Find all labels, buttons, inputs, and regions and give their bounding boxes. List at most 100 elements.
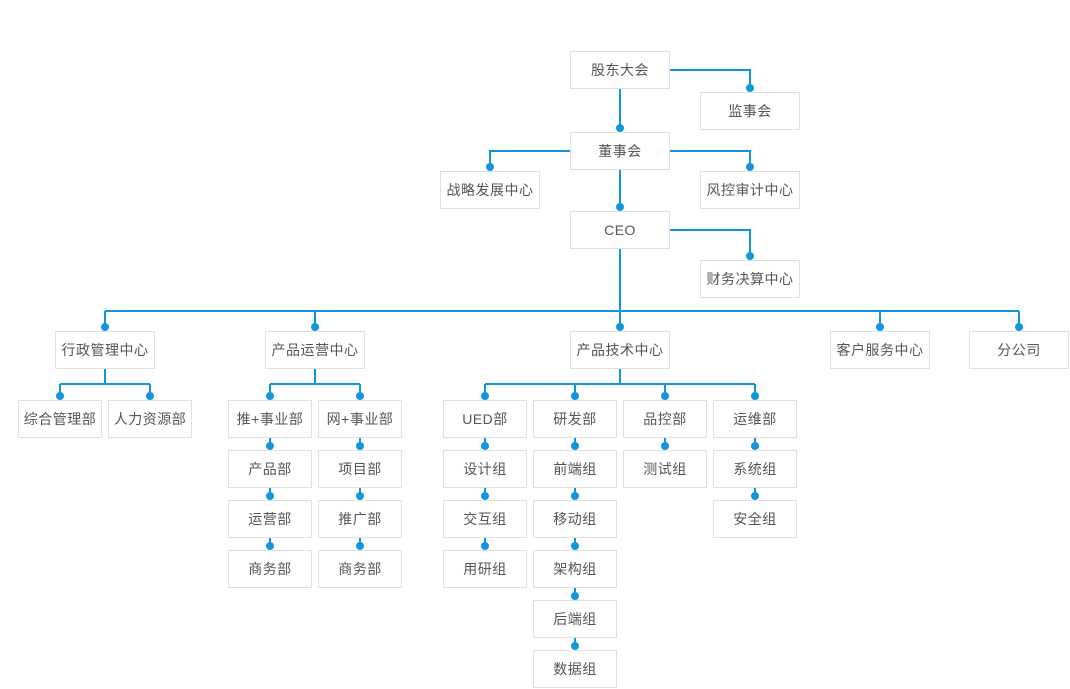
org-node-promotion-dept: 推广部	[318, 500, 402, 538]
org-node-label: 综合管理部	[23, 411, 97, 427]
org-node-risk-audit-center: 风控审计中心	[700, 171, 800, 209]
connector-dot	[571, 542, 579, 550]
org-node-ceo: CEO	[570, 211, 670, 249]
connector-dot	[746, 84, 754, 92]
connector-dot	[571, 592, 579, 600]
org-node-label: 项目部	[338, 461, 382, 477]
org-node-data-group: 数据组	[533, 650, 617, 688]
org-node-supervisory-board: 监事会	[700, 92, 800, 130]
org-node-tui-division: 推+事业部	[228, 400, 312, 438]
org-node-interaction-group: 交互组	[443, 500, 527, 538]
org-node-label: 运营部	[248, 511, 292, 527]
connector-dot	[486, 163, 494, 171]
org-node-product-dept: 产品部	[228, 450, 312, 488]
connector-dot	[661, 392, 669, 400]
org-node-design-group: 设计组	[443, 450, 527, 488]
org-node-strategy-center: 战略发展中心	[440, 171, 540, 209]
org-node-qc-dept: 品控部	[623, 400, 707, 438]
connector-dot	[146, 392, 154, 400]
org-node-label: 后端组	[553, 611, 597, 627]
connector-dot	[616, 124, 624, 132]
org-node-label: 架构组	[553, 561, 597, 577]
org-node-label: 商务部	[338, 561, 382, 577]
org-node-label: 人力资源部	[113, 411, 187, 427]
org-node-label: 系统组	[733, 461, 777, 477]
connector-dot	[56, 392, 64, 400]
connector-dot	[356, 442, 364, 450]
org-node-label: 客户服务中心	[836, 342, 924, 358]
org-node-business-dept-tui: 商务部	[228, 550, 312, 588]
org-node-business-dept-wang: 商务部	[318, 550, 402, 588]
connector-dot	[266, 492, 274, 500]
org-node-general-admin-dept: 综合管理部	[18, 400, 102, 438]
org-node-label: 战略发展中心	[446, 182, 534, 198]
connector-dot	[661, 442, 669, 450]
org-node-label: 监事会	[728, 103, 772, 119]
org-node-user-research-group: 用研组	[443, 550, 527, 588]
org-node-label: 网+事业部	[326, 411, 394, 427]
connector-dot	[571, 492, 579, 500]
org-node-label: 研发部	[553, 411, 597, 427]
connector-line	[489, 150, 570, 167]
org-node-wang-division: 网+事业部	[318, 400, 402, 438]
org-node-project-dept: 项目部	[318, 450, 402, 488]
org-node-frontend-group: 前端组	[533, 450, 617, 488]
connector-dot	[481, 392, 489, 400]
connector-dot	[356, 492, 364, 500]
connector-dot	[571, 392, 579, 400]
org-node-finance-center: 财务决算中心	[700, 260, 800, 298]
connector-dot	[481, 542, 489, 550]
org-node-label: 产品运营中心	[271, 342, 359, 358]
org-node-label: 推广部	[338, 511, 382, 527]
org-node-label: CEO	[604, 222, 636, 238]
org-node-operations-dept: 运营部	[228, 500, 312, 538]
connector-dot	[356, 392, 364, 400]
org-node-label: 用研组	[463, 561, 507, 577]
org-node-architecture-group: 架构组	[533, 550, 617, 588]
connector-dot	[751, 392, 759, 400]
org-node-label: 风控审计中心	[706, 182, 794, 198]
org-node-label: UED部	[462, 411, 508, 427]
org-node-label: 品控部	[643, 411, 687, 427]
org-node-backend-group: 后端组	[533, 600, 617, 638]
org-node-shareholders-meeting: 股东大会	[570, 51, 670, 89]
org-node-ops-dept: 运维部	[713, 400, 797, 438]
org-node-product-tech-center: 产品技术中心	[570, 331, 670, 369]
org-node-board-of-directors: 董事会	[570, 132, 670, 170]
connector-dot	[266, 542, 274, 550]
org-node-label: 安全组	[733, 511, 777, 527]
connector-dot	[746, 252, 754, 260]
org-node-rd-dept: 研发部	[533, 400, 617, 438]
connector-dot	[571, 642, 579, 650]
org-node-admin-center: 行政管理中心	[55, 331, 155, 369]
connector-dot	[356, 542, 364, 550]
org-node-hr-dept: 人力资源部	[108, 400, 192, 438]
org-node-label: 测试组	[643, 461, 687, 477]
connector-dot	[571, 442, 579, 450]
org-node-system-group: 系统组	[713, 450, 797, 488]
connector-dot	[311, 323, 319, 331]
org-node-label: 前端组	[553, 461, 597, 477]
connector-line	[670, 69, 751, 88]
connector-line	[670, 229, 751, 256]
org-node-ued-dept: UED部	[443, 400, 527, 438]
org-node-test-group: 测试组	[623, 450, 707, 488]
connector-dot	[101, 323, 109, 331]
connector-dot	[746, 163, 754, 171]
connector-dot	[266, 442, 274, 450]
org-node-label: 数据组	[553, 661, 597, 677]
org-node-security-group: 安全组	[713, 500, 797, 538]
org-node-label: 推+事业部	[236, 411, 304, 427]
org-node-label: 行政管理中心	[61, 342, 149, 358]
org-node-product-ops-center: 产品运营中心	[265, 331, 365, 369]
org-node-label: 运维部	[733, 411, 777, 427]
connector-dot	[481, 442, 489, 450]
org-node-label: 财务决算中心	[706, 271, 794, 287]
connector-dot	[266, 392, 274, 400]
org-node-label: 商务部	[248, 561, 292, 577]
org-node-label: 董事会	[598, 143, 642, 159]
org-node-mobile-group: 移动组	[533, 500, 617, 538]
connector-dot	[481, 492, 489, 500]
connector-dot	[1015, 323, 1023, 331]
org-node-label: 交互组	[463, 511, 507, 527]
